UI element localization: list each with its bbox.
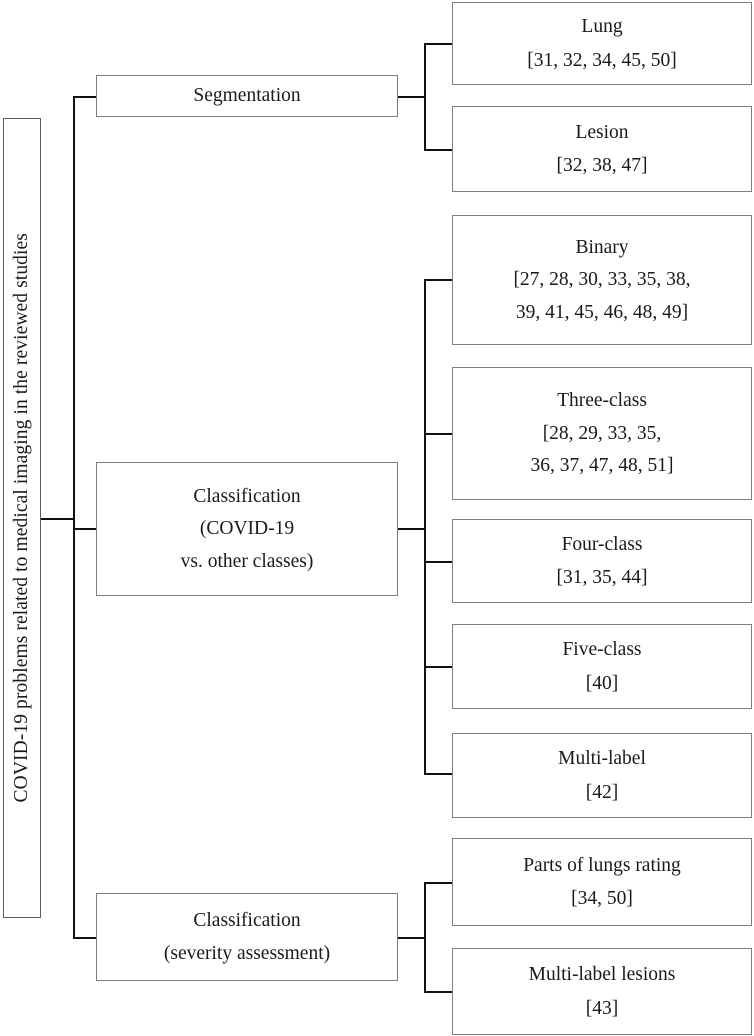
node-lesion[interactable]: Lesion [32, 38, 47] [452, 106, 752, 192]
node-five-class-title: Five-class [562, 639, 642, 660]
node-five-class-refs: [40] [585, 672, 619, 694]
root-node[interactable]: COVID-19 problems related to medical ima… [3, 118, 41, 918]
node-classification-severity-line2: (severity assessment) [163, 943, 331, 964]
connector-to-binary [424, 279, 453, 281]
connector-trunk-to-severity [73, 937, 97, 939]
node-classification-covid-line1: Classification [193, 485, 301, 507]
connector-to-three-class [424, 433, 453, 435]
connector-segmentation-bus [424, 43, 426, 149]
root-node-label: COVID-19 problems related to medical ima… [11, 233, 33, 803]
node-binary-refs-line2: 39, 41, 45, 46, 48, 49] [515, 301, 689, 323]
node-classification-severity[interactable]: Classification (severity assessment) [96, 893, 398, 981]
node-parts-of-lungs-rating[interactable]: Parts of lungs rating [34, 50] [452, 838, 752, 926]
node-four-class-refs: [31, 35, 44] [556, 567, 648, 588]
node-lesion-refs: [32, 38, 47] [556, 155, 648, 176]
node-lesion-title: Lesion [575, 121, 629, 143]
node-three-class-refs-line1: [28, 29, 33, 35, [542, 422, 662, 444]
node-four-class-title: Four-class [561, 533, 643, 555]
node-five-class[interactable]: Five-class [40] [452, 624, 752, 709]
connector-to-multi-label-lesions [424, 991, 453, 993]
node-multi-label[interactable]: Multi-label [42] [452, 733, 752, 818]
node-binary[interactable]: Binary [27, 28, 30, 33, 35, 38, 39, 41, … [452, 215, 752, 345]
node-classification-covid-line2: (COVID-19 [199, 518, 295, 540]
node-classification-severity-line1: Classification [193, 909, 301, 931]
connector-classification-bus [424, 279, 426, 773]
node-multi-label-lesions-title: Multi-label lesions [528, 964, 676, 985]
node-multi-label-lesions[interactable]: Multi-label lesions [43] [452, 948, 752, 1035]
connector-to-four-class [424, 561, 453, 563]
connector-to-parts-of-lungs-rating [424, 882, 453, 884]
node-classification-covid[interactable]: Classification (COVID-19 vs. other class… [96, 462, 398, 596]
connector-to-lesion [424, 149, 453, 151]
connector-to-lung [424, 43, 453, 45]
node-parts-of-lungs-rating-refs: [34, 50] [571, 888, 633, 909]
connector-segmentation-out [398, 96, 425, 98]
node-segmentation[interactable]: Segmentation [96, 75, 398, 117]
node-multi-label-title: Multi-label [558, 748, 646, 769]
node-binary-title: Binary [575, 236, 629, 258]
node-parts-of-lungs-rating-title: Parts of lungs rating [523, 854, 681, 876]
node-lung-refs: [31, 32, 34, 45, 50] [527, 49, 677, 71]
connector-to-multi-label [424, 773, 453, 775]
node-classification-covid-line3: vs. other classes) [180, 550, 314, 572]
connector-severity-out [398, 937, 425, 939]
node-three-class[interactable]: Three-class [28, 29, 33, 35, 36, 37, 47,… [452, 367, 752, 500]
connector-trunk-to-segmentation [73, 96, 97, 98]
node-multi-label-refs: [42] [585, 781, 619, 803]
connector-to-five-class [424, 666, 453, 668]
connector-trunk-to-classification [73, 528, 97, 530]
node-three-class-title: Three-class [557, 390, 647, 412]
node-binary-refs-line1: [27, 28, 30, 33, 35, 38, [513, 269, 691, 291]
node-four-class[interactable]: Four-class [31, 35, 44] [452, 519, 752, 603]
node-lung[interactable]: Lung [31, 32, 34, 45, 50] [452, 2, 752, 85]
node-segmentation-label: Segmentation [193, 85, 301, 107]
connector-severity-bus [424, 882, 426, 992]
node-lung-title: Lung [581, 16, 623, 37]
connector-main-trunk [73, 96, 75, 938]
node-multi-label-lesions-refs: [43] [585, 997, 619, 1019]
connector-root-to-trunk [40, 518, 74, 520]
node-three-class-refs-line2: 36, 37, 47, 48, 51] [530, 455, 674, 477]
connector-classification-out [398, 528, 425, 530]
